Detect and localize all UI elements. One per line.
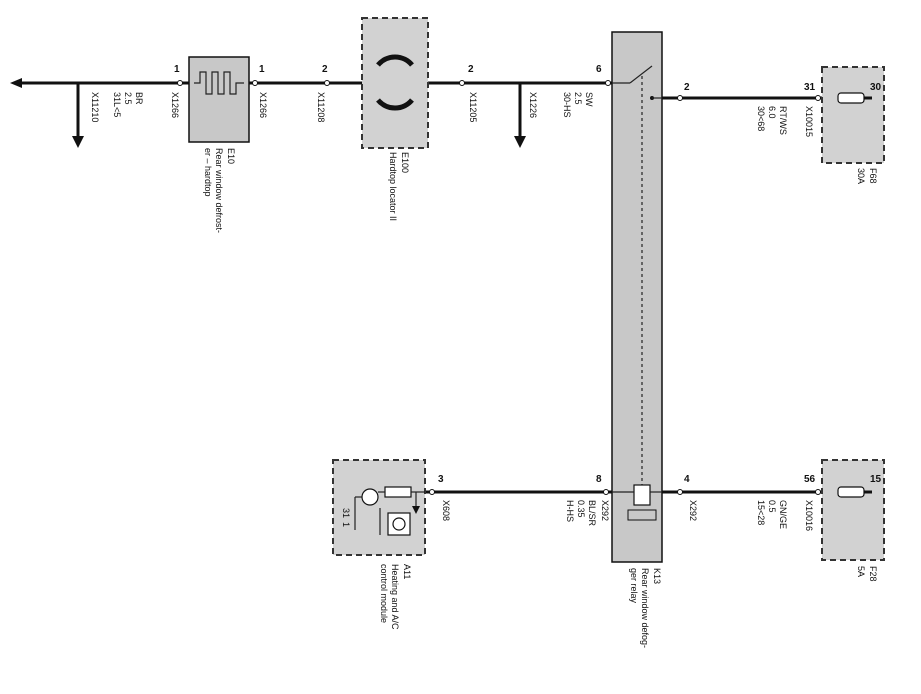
f68-pin-out: 30: [870, 82, 882, 93]
a11-inner-1: 1: [341, 522, 351, 527]
label-x1266-right: X1266: [258, 92, 268, 118]
fuse-icon-f68: [837, 92, 865, 104]
connector-tick-x292b: [677, 489, 683, 495]
a11-ic-circle: [392, 517, 406, 531]
connector-tick-x10015: [815, 95, 821, 101]
k13-pin-4: 4: [684, 474, 690, 485]
k13-pin-2: 2: [684, 82, 690, 93]
label-x292-left: X292: [600, 500, 610, 521]
a11-pin: 3: [438, 474, 444, 485]
wire-w2-signal: 30-HS: [562, 92, 572, 118]
label-x1266-left: X1266: [170, 92, 180, 118]
ground-arrow-x11210: [72, 136, 84, 148]
f28-id: F28: [868, 566, 878, 582]
a11-arrow-icon: [412, 506, 420, 514]
wire-w1-signal: 31L<5: [112, 92, 122, 117]
connector-tick-x292a: [603, 489, 609, 495]
a11-resistor-icon: [384, 486, 412, 498]
e10-id: E10: [226, 148, 236, 164]
label-x11205: X11205: [468, 92, 478, 122]
a11-module-box: [332, 459, 426, 556]
label-x10016: X10016: [804, 500, 814, 531]
wire-w5-color: GN/GE: [778, 500, 788, 529]
label-x10015: X10015: [804, 106, 814, 137]
f28-pin-in: 56: [804, 474, 816, 485]
heater-element-icon: [194, 71, 244, 95]
label-x11208: X11208: [316, 92, 326, 122]
label-x608: X608: [441, 500, 451, 521]
wire-w1-gauge: 2.5: [123, 92, 133, 105]
locator-arc-bottom-icon: [376, 98, 414, 111]
e100-hardtop-locator-box: [361, 17, 429, 149]
relay-coil-icon: [633, 484, 651, 506]
locator-arc-top-icon: [376, 54, 414, 67]
e100-pin-left: 2: [322, 64, 328, 75]
a11-id: A11: [402, 564, 412, 579]
k13-label-2: ger relay: [629, 568, 639, 604]
a11-ic-icon: [387, 512, 411, 536]
e100-label: Hardtop locator II: [388, 152, 398, 221]
k13-relay-box: [611, 31, 663, 563]
label-x1226: X1226: [528, 92, 538, 118]
wire-w4-gauge: 0.35: [576, 500, 586, 518]
e10-label: Rear window defrost-: [214, 148, 224, 233]
e10-pin-left: 1: [174, 64, 180, 75]
wire-w4-signal: H-HS: [565, 500, 575, 522]
wire-w2-gauge: 2.5: [573, 92, 583, 105]
a11-inner-31: 31: [341, 508, 351, 518]
k13-label: Rear window defog-: [640, 568, 650, 648]
connector-tick-x608: [429, 489, 435, 495]
connector-tick-x10016: [815, 489, 821, 495]
relay-switch-blade: [629, 65, 653, 84]
k13-pin-8: 8: [596, 474, 602, 485]
label-x11210: X11210: [90, 92, 100, 122]
f28-rating: 5A: [856, 566, 866, 577]
wire-w3-color: RT/WS: [778, 106, 788, 135]
f68-rating: 30A: [856, 168, 866, 184]
wire-w5-signal: 15<28: [756, 500, 766, 525]
connector-ticks-top: [177, 80, 611, 86]
connector-tick-x10015-relay: [677, 95, 683, 101]
e10-label-2: er – hardtop: [203, 148, 213, 197]
label-x292-right: X292: [688, 500, 698, 521]
wire-w5-gauge: 0.5: [767, 500, 777, 513]
wire-w2-color: SW: [584, 92, 594, 107]
wire-w1-color: BR: [134, 92, 144, 105]
wire-w4-color: BL/SR: [587, 500, 597, 527]
e10-defroster-box: [188, 56, 250, 143]
a11-label: Heating and A/C: [390, 564, 400, 630]
e100-id: E100: [400, 152, 410, 173]
a11-label-2: control module: [379, 564, 389, 623]
k13-id: K13: [652, 568, 662, 584]
wire-arrow-left: [10, 78, 22, 88]
a11-transistor-icon: [361, 488, 379, 506]
wire-w3-signal: 30<68: [756, 106, 766, 131]
f28-fuse-box: [821, 459, 885, 561]
f68-pin-in: 31: [804, 82, 816, 93]
f68-fuse-box: [821, 66, 885, 164]
e10-pin-right: 1: [259, 64, 265, 75]
e100-pin-right: 2: [468, 64, 474, 75]
f68-id: F68: [868, 168, 878, 184]
k13-pin-6: 6: [596, 64, 602, 75]
fuse-icon-f28: [837, 486, 865, 498]
relay-diode-icon: [627, 509, 657, 521]
arrow-x1226: [514, 136, 526, 148]
wire-w3-gauge: 6.0: [767, 106, 777, 119]
f28-pin-out: 15: [870, 474, 882, 485]
